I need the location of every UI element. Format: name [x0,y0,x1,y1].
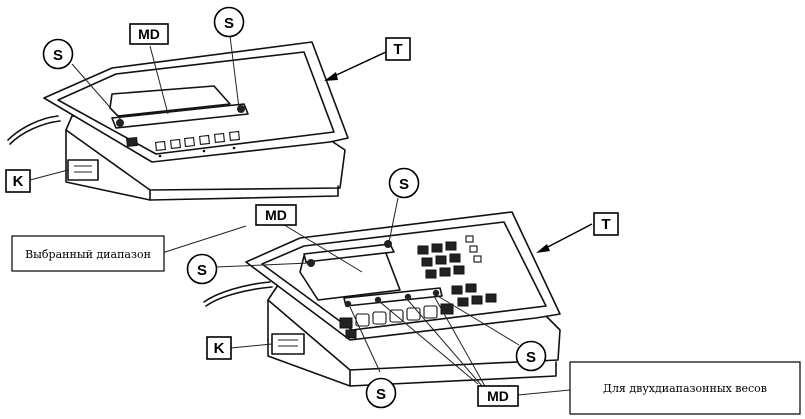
svg-text:S: S [197,262,207,279]
callout-lines [29,35,593,396]
note-dual-range: Для двухдиапазонных весов [569,361,801,415]
numeric-keypad-bottom [417,235,497,307]
svg-text:K: K [214,340,225,357]
connector-top [67,159,99,181]
svg-text:MD: MD [487,388,509,404]
range-strip-top [111,103,249,129]
label-s-top-right: S [213,6,245,38]
svg-text:S: S [53,47,63,64]
label-s-bottom-right: S [515,340,547,372]
cable-top [7,115,59,141]
label-t-top: T [385,37,411,61]
range-indicator-bottom-right [384,240,392,248]
cable-bottom [203,281,271,303]
label-t-bottom: T [593,212,619,236]
svg-text:S: S [399,176,409,193]
label-s-bottom-lower: S [365,377,397,409]
terminal-bottom [203,211,561,387]
label-s-top-left: S [42,38,74,70]
svg-text:MD: MD [265,207,287,223]
range-indicator-top-right [237,105,245,113]
range-indicator-top-left [116,119,124,127]
label-s-bottom-top: S [388,167,420,199]
label-md-bottom-top: MD [255,204,297,226]
terminal-top [7,41,349,201]
label-k-top: K [5,169,31,193]
svg-text:K: K [13,173,24,190]
svg-text:Выбранный диапазон: Выбранный диапазон [25,248,151,261]
svg-text:S: S [224,15,234,32]
keypad-top [126,130,240,158]
svg-text:T: T [601,216,610,233]
svg-text:T: T [393,41,402,58]
label-md-top: MD [129,23,169,45]
svg-text:S: S [526,349,536,366]
display-bottom [299,247,401,301]
label-s-bottom-left: S [186,253,218,285]
note-selected-range: Выбранный диапазон [11,235,165,272]
label-md-bottom-lower: MD [477,385,519,407]
connector-bottom [271,333,305,355]
svg-text:Для двухдиапазонных весов: Для двухдиапазонных весов [603,382,767,395]
label-k-bottom: K [206,336,232,360]
svg-text:S: S [376,386,386,403]
function-keys-bottom [339,303,454,339]
range-indicator-bottom-left [307,259,315,267]
svg-text:MD: MD [138,26,160,42]
